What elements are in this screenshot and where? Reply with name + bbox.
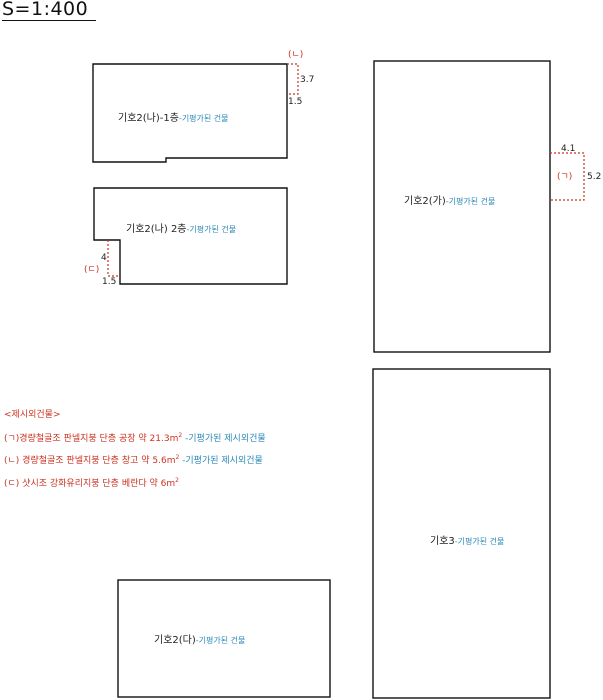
legend-item-ga-note: -기평가된 제시외건물 [182,434,266,444]
annex-dim-da-h: 4 [101,253,107,263]
scale-label: S=1:400 [2,0,89,20]
annex-dim-na-w: 1.5 [288,97,302,107]
building-label-2da-name: 기호2(다) [154,634,196,646]
legend-item-na: (ㄴ) 경량철골조 판넬지붕 단층 창고 약 5.6m2 -기평가된 제시외건물 [4,453,263,466]
scale-underline [2,20,96,21]
annex-dim-ga-h: 5.2 [587,172,601,182]
legend-item-da: (ㄷ) 샷시조 강화유리지붕 단층 베란다 약 6m2 [4,476,179,489]
building-label-2ga: 기호2(가)-기평가된 건물 [404,195,495,207]
annex-outline-ga [550,152,585,201]
building-label-3: 기호3-기평가된 건물 [430,535,504,547]
building-outline-2ga [373,60,551,353]
legend-item-na-sup: 2 [175,454,180,461]
building-label-2na-1f-name: 기호2(나)-1층 [118,112,179,124]
legend-item-na-note: -기평가된 제시외건물 [179,456,263,466]
annex-symbol-na: (ㄴ) [288,50,303,60]
building-label-2na-1f-suffix: -기평가된 건물 [179,113,229,123]
legend-title: <제시외건물> [4,407,60,420]
building-label-2da-suffix: -기평가된 건물 [196,635,246,645]
building-label-3-name: 기호3 [430,535,455,547]
annex-outline-na [287,63,299,95]
legend-item-na-text: (ㄴ) 경량철골조 판넬지붕 단층 창고 약 5.6m [4,456,176,466]
legend-item-ga-sup: 2 [178,432,183,439]
building-label-2na-1f: 기호2(나)-1층-기평가된 건물 [118,112,229,124]
annex-dim-da-w: 1.5 [102,277,116,287]
building-label-2na-2f-suffix: -기평가된 건물 [187,224,237,234]
building-outline-3 [372,368,551,699]
annex-dim-na-h: 3.7 [300,75,314,85]
annex-outline-da [107,240,120,277]
building-label-2da: 기호2(다)-기평가된 건물 [154,634,245,646]
legend-title-text: <제시외건물> [4,410,61,420]
building-label-2na-2f-name: 기호2(나) 2층 [126,223,187,235]
building-label-2na-2f: 기호2(나) 2층-기평가된 건물 [126,223,236,235]
building-label-3-suffix: -기평가된 건물 [455,536,505,546]
legend-item-ga-text: (ㄱ)경량철골조 판넬지붕 단층 공장 약 21.3m [4,434,179,444]
building-label-2ga-suffix: -기평가된 건물 [446,196,496,206]
building-outline-2da [117,579,331,698]
annex-symbol-da: (ㄷ) [84,265,99,275]
building-label-2ga-name: 기호2(가) [404,195,446,207]
legend-item-da-text: (ㄷ) 샷시조 강화유리지붕 단층 베란다 약 6m [4,479,176,489]
annex-symbol-ga: (ㄱ) [557,172,572,182]
legend-item-ga: (ㄱ)경량철골조 판넬지붕 단층 공장 약 21.3m2 -기평가된 제시외건물 [4,431,266,444]
building-outline-2na-2f [93,187,288,285]
legend-item-da-sup: 2 [175,477,179,484]
annex-dim-ga-w: 4.1 [561,144,575,154]
